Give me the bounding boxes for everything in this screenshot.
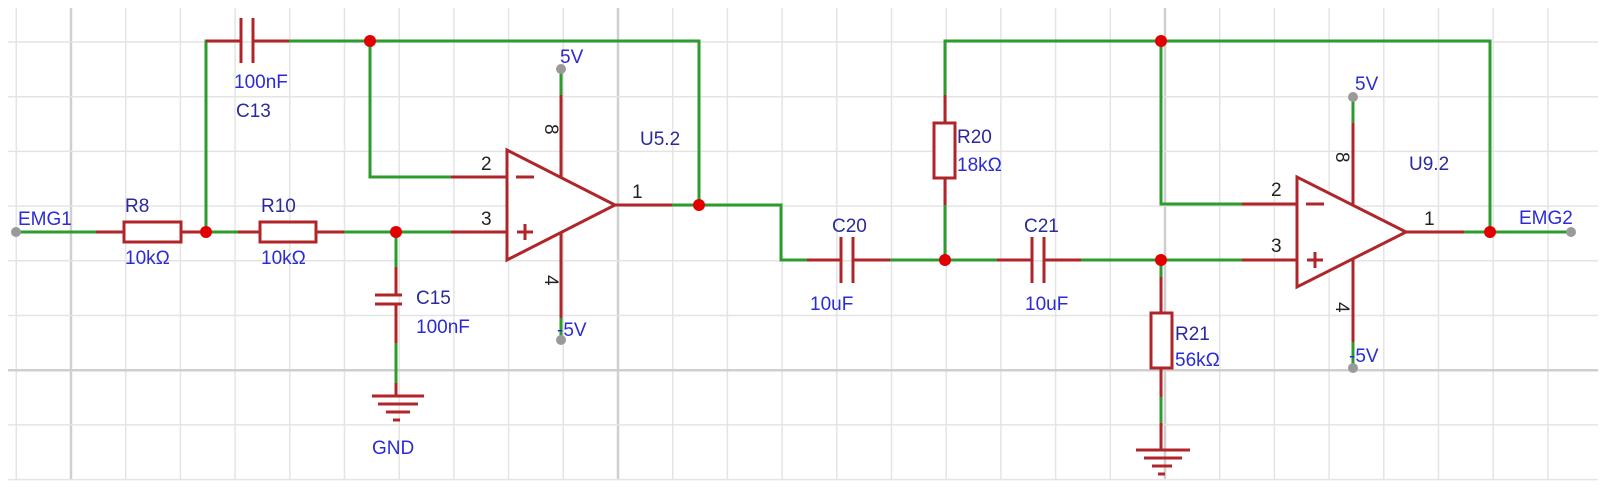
capacitor-c20[interactable]: C20 10uF bbox=[807, 216, 890, 315]
c13-value: 100nF bbox=[234, 72, 288, 93]
emg1-label: EMG1 bbox=[18, 209, 72, 230]
junction bbox=[390, 226, 402, 238]
ground-symbol-2 bbox=[1136, 423, 1190, 476]
c20-designator: C20 bbox=[832, 216, 867, 237]
emg2-port-dot[interactable] bbox=[1566, 227, 1576, 237]
opamp-u9[interactable]: 2 3 1 8 4 U9.2 5V -5V bbox=[1242, 74, 1464, 373]
stage2-wires bbox=[697, 39, 1573, 425]
u5-pin-2: 2 bbox=[481, 154, 492, 175]
c20-value: 10uF bbox=[810, 294, 853, 315]
resistor-r21[interactable]: R21 56kΩ bbox=[1149, 277, 1220, 397]
c13-designator: C13 bbox=[236, 101, 271, 122]
u5-vpos-port[interactable] bbox=[556, 64, 566, 74]
r10-designator: R10 bbox=[261, 196, 296, 217]
capacitor-c21[interactable]: C21 10uF bbox=[997, 216, 1081, 315]
u5-vpos-label: 5V bbox=[560, 47, 584, 68]
resistor-r10[interactable]: R10 10kΩ bbox=[238, 196, 344, 269]
junction bbox=[939, 254, 951, 266]
junction bbox=[693, 199, 705, 211]
capacitor-c15[interactable]: C15 100nF bbox=[375, 267, 470, 343]
junction bbox=[200, 226, 212, 238]
u9-vneg-port[interactable] bbox=[1348, 363, 1358, 373]
u9-vpos-label: 5V bbox=[1355, 74, 1379, 95]
u9-pin-2: 2 bbox=[1271, 180, 1282, 201]
r8-designator: R8 bbox=[125, 196, 149, 217]
junction bbox=[1155, 254, 1167, 266]
junction bbox=[364, 35, 376, 47]
c21-value: 10uF bbox=[1025, 294, 1068, 315]
capacitor-c13[interactable]: 100nF C13 bbox=[206, 18, 289, 122]
c21-designator: C21 bbox=[1024, 216, 1059, 237]
r20-designator: R20 bbox=[957, 127, 992, 148]
emg1-port-dot[interactable] bbox=[11, 227, 21, 237]
r20-value: 18kΩ bbox=[957, 155, 1002, 176]
resistor-r8[interactable]: R8 10kΩ bbox=[96, 196, 206, 269]
u9-pin-3: 3 bbox=[1271, 236, 1282, 257]
junction bbox=[1484, 226, 1496, 238]
r21-designator: R21 bbox=[1175, 324, 1210, 345]
emg2-label: EMG2 bbox=[1519, 208, 1573, 229]
u9-vneg-label: -5V bbox=[1349, 346, 1379, 367]
u5-pin-1: 1 bbox=[632, 182, 643, 203]
junction bbox=[1155, 35, 1167, 47]
u5-vneg-port[interactable] bbox=[556, 335, 566, 345]
gnd-label: GND bbox=[372, 438, 414, 459]
opamp-u5[interactable]: 2 3 1 8 4 U5.2 5V -5V bbox=[451, 47, 680, 345]
junctions bbox=[200, 35, 1496, 266]
u5-vneg-label: -5V bbox=[557, 320, 587, 341]
u9-pin-4: 4 bbox=[1331, 302, 1352, 313]
r21-value: 56kΩ bbox=[1175, 350, 1220, 371]
u5-designator: U5.2 bbox=[640, 129, 680, 150]
r8-value: 10kΩ bbox=[125, 248, 170, 269]
u9-designator: U9.2 bbox=[1409, 154, 1449, 175]
u5-pin-8: 8 bbox=[540, 124, 561, 135]
u5-pin-4: 4 bbox=[540, 275, 561, 286]
c15-designator: C15 bbox=[416, 288, 451, 309]
u9-pin-8: 8 bbox=[1331, 152, 1352, 163]
c15-value: 100nF bbox=[416, 317, 470, 338]
u5-pin-3: 3 bbox=[481, 209, 492, 230]
r10-value: 10kΩ bbox=[261, 248, 306, 269]
ground-symbol: GND bbox=[372, 383, 424, 459]
input-port-emg1[interactable]: EMG1 bbox=[11, 209, 72, 237]
resistor-r20[interactable]: R20 18kΩ bbox=[932, 95, 1002, 205]
u9-vpos-port[interactable] bbox=[1348, 92, 1358, 102]
output-port-emg2[interactable]: EMG2 bbox=[1519, 208, 1576, 237]
u9-pin-1: 1 bbox=[1424, 209, 1435, 230]
